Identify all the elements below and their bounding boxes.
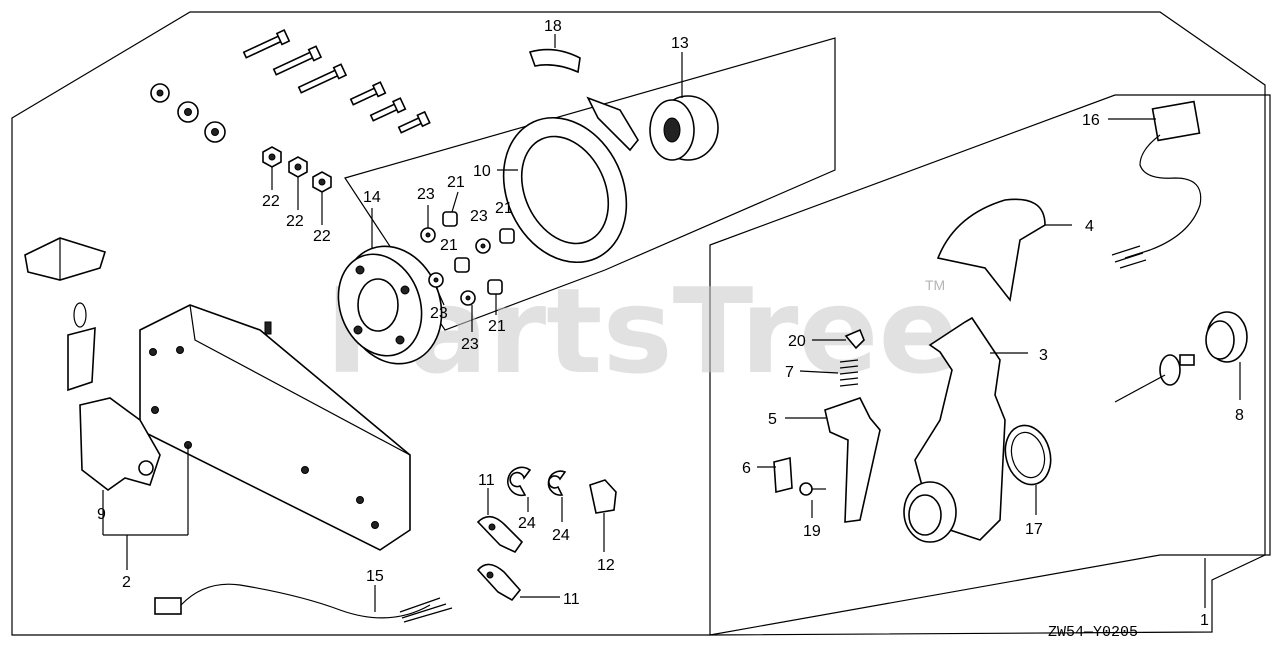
callout-22b: 22 [286,213,304,230]
assembly-outline [11,11,1266,636]
nut-set [262,146,332,193]
part-19-bolt [799,482,813,496]
part-8-knob [1114,311,1248,403]
part-10-ring [502,116,628,264]
callout-23c: 23 [430,305,448,322]
callout-5: 5 [768,411,777,428]
callout-22a: 22 [262,193,280,210]
callout-15: 15 [366,568,384,585]
part-24-c-clips [507,466,567,497]
part-7-spring [839,359,859,387]
washer-set [150,83,226,143]
cover-group-outline [709,94,1271,636]
part-17-ring [1004,424,1052,486]
callout-18: 18 [544,18,562,35]
callout-labels: 1 2 3 4 5 6 7 8 9 10 11 11 12 13 14 15 1… [97,18,1244,629]
callout-2: 2 [122,574,131,591]
callout-22c: 22 [313,228,331,245]
callout-13: 13 [671,35,689,52]
callout-19: 19 [803,523,821,540]
callout-8: 8 [1235,407,1244,424]
callout-21d: 21 [488,318,506,335]
callout-6: 6 [742,460,751,477]
part-5-arm [824,397,881,523]
part-6-piece [773,456,793,494]
callout-23b: 23 [470,208,488,225]
callout-17: 17 [1025,521,1043,538]
part-18-clip [528,48,581,74]
callout-16: 16 [1082,112,1100,129]
part-20-screw [844,328,865,350]
plate-piece [586,96,639,152]
callout-23d: 23 [461,336,479,353]
callout-12: 12 [597,557,615,574]
callout-11b: 11 [563,591,580,608]
callout-9: 9 [97,506,106,523]
callout-11a: 11 [478,472,495,489]
callout-21c: 21 [440,237,458,254]
callout-7: 7 [785,364,794,381]
trademark-text: TM [925,277,945,293]
callout-20: 20 [788,333,806,350]
part-12-block [589,479,617,514]
callout-1: 1 [1200,612,1209,629]
callout-21a: 21 [447,174,465,191]
screw-set [242,29,431,134]
tag [67,302,96,392]
callout-3: 3 [1039,347,1048,364]
part-11-clips [476,515,524,602]
callout-24a: 24 [518,515,536,532]
callout-14: 14 [363,189,381,206]
callout-10: 10 [473,163,491,180]
callout-21b: 21 [495,200,513,217]
bolt-washer-set [420,211,515,306]
manual-book [24,237,107,281]
diagram-code: ZW54—Y0205 [1048,624,1138,641]
part-2-housing [139,304,411,551]
callout-23a: 23 [417,186,435,203]
callout-24b: 24 [552,527,570,544]
part-14-flange [337,245,443,365]
part-13-gear [649,95,719,161]
part-15-harness [154,583,453,623]
callout-4: 4 [1085,218,1094,235]
part-16-switch [1111,100,1202,269]
